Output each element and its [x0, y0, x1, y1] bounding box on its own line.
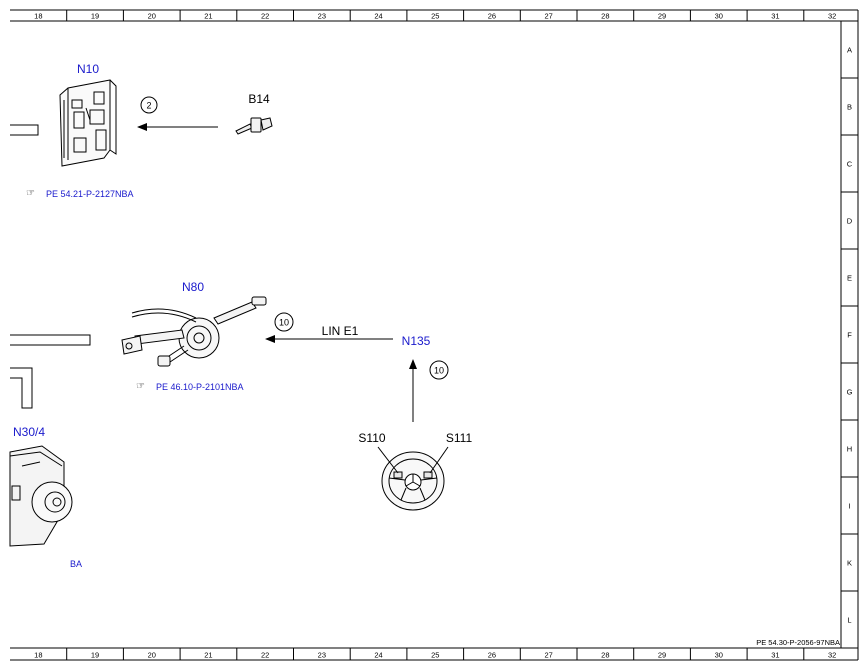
column-label-bottom: 27	[544, 651, 552, 660]
column-label-top: 28	[601, 12, 609, 21]
connection-number: 10	[279, 318, 289, 328]
column-label-bottom: 32	[828, 651, 836, 660]
connection-number-badge	[429, 360, 449, 380]
connection-b14-to-n10: 2	[137, 96, 218, 131]
connection-n135-to-n80: 10 LIN E1	[265, 312, 393, 343]
row-label: B	[847, 103, 852, 112]
n80-reference-link[interactable]: ☞ PE 46.10-P-2101NBA	[136, 381, 244, 392]
connection-number: 2	[146, 101, 151, 111]
column-label-bottom: 26	[488, 651, 496, 660]
n135-label: N135	[402, 334, 431, 348]
column-label-bottom: 31	[771, 651, 779, 660]
n10-control-unit[interactable]: N10 ☞ PE 54.21-P-2127NBA	[26, 62, 134, 199]
row-label: L	[847, 616, 851, 625]
n10-module-drawing	[59, 79, 117, 167]
column-label-top: 32	[828, 12, 836, 21]
n10-label: N10	[77, 62, 99, 76]
n30-4-ref-link[interactable]: BA	[70, 559, 82, 569]
right-row-ruler: A B C D E F G H I K L	[841, 46, 858, 625]
column-label-bottom: 20	[148, 651, 156, 660]
steering-wheel-assembly[interactable]: S110 S111	[358, 431, 473, 511]
n10-reference-link[interactable]: ☞ PE 54.21-P-2127NBA	[26, 188, 134, 199]
drawing-frame	[10, 9, 859, 661]
top-column-ruler: 18 19 20 21 22 23 24 25 26 27 28 29 30 31 32	[34, 10, 836, 21]
b14-sensor-drawing	[235, 117, 273, 135]
row-label: D	[847, 217, 853, 226]
column-label-bottom: 19	[91, 651, 99, 660]
column-label-bottom: 25	[431, 651, 439, 660]
row-label: K	[847, 559, 852, 568]
column-label-top: 21	[204, 12, 212, 21]
column-label-top: 19	[91, 12, 99, 21]
n80-ref-text: PE 46.10-P-2101NBA	[156, 382, 244, 392]
column-label-bottom: 18	[34, 651, 42, 660]
column-label-top: 20	[148, 12, 156, 21]
n135-unit[interactable]: N135	[402, 334, 431, 348]
pointing-hand-icon: ☞	[136, 381, 145, 392]
column-label-top: 27	[544, 12, 552, 21]
column-label-bottom: 22	[261, 651, 269, 660]
connection-number-badge	[140, 96, 158, 114]
row-label: H	[847, 445, 852, 454]
n30-4-control-unit[interactable]: N30/4 BA	[9, 425, 82, 569]
n80-steering-column-module[interactable]: N80 ☞ PE 46.10-P-2101NBA	[121, 280, 267, 392]
column-label-top: 25	[431, 12, 439, 21]
column-label-top: 22	[261, 12, 269, 21]
n30-4-unit-drawing	[9, 445, 73, 547]
n30-4-label: N30/4	[13, 425, 45, 439]
column-label-bottom: 28	[601, 651, 609, 660]
s110-label-leader	[377, 446, 399, 474]
steering-wheel-drawing	[381, 451, 445, 511]
bottom-column-ruler: 18 19 20 21 22 23 24 25 26 27 28 29 30 31 32	[34, 648, 836, 660]
column-label-top: 24	[374, 12, 382, 21]
column-label-top: 26	[488, 12, 496, 21]
s110-label: S110	[358, 431, 385, 445]
left-edge-wiring	[10, 124, 91, 409]
column-label-top: 31	[771, 12, 779, 21]
row-label: E	[847, 274, 852, 283]
b14-label: B14	[248, 92, 270, 106]
row-label: C	[847, 160, 853, 169]
connection-number: 10	[434, 366, 444, 376]
connection-number-badge	[274, 312, 294, 332]
connection-steering-to-n135: 10	[409, 359, 449, 422]
column-label-bottom: 30	[715, 651, 723, 660]
column-label-top: 18	[34, 12, 42, 21]
column-label-bottom: 24	[374, 651, 382, 660]
s111-label: S111	[446, 431, 473, 445]
column-label-top: 23	[318, 12, 326, 21]
column-label-bottom: 23	[318, 651, 326, 660]
row-label: I	[848, 502, 850, 511]
column-label-top: 30	[715, 12, 723, 21]
n10-ref-text: PE 54.21-P-2127NBA	[46, 189, 134, 199]
column-label-bottom: 21	[204, 651, 212, 660]
n80-module-drawing	[121, 296, 267, 367]
column-label-bottom: 29	[658, 651, 666, 660]
n80-label: N80	[182, 280, 204, 294]
pointing-hand-icon: ☞	[26, 188, 35, 199]
bus-label: LIN E1	[322, 324, 359, 338]
row-label: G	[847, 388, 853, 397]
row-label: F	[847, 331, 852, 340]
s111-label-leader	[429, 446, 449, 474]
column-label-top: 29	[658, 12, 666, 21]
row-label: A	[847, 46, 852, 55]
document-id: PE 54.30-P-2056-97NBA	[756, 638, 840, 647]
b14-sensor[interactable]: B14	[235, 92, 273, 135]
